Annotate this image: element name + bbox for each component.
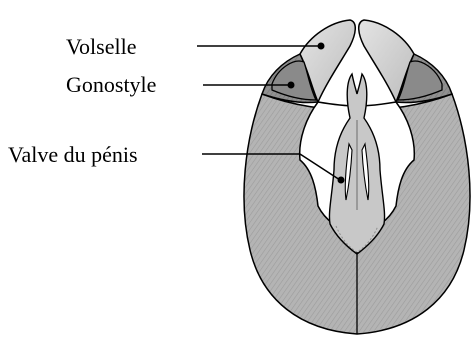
penis-valve-label: Valve du pénis — [8, 144, 138, 166]
leader-dot-valve — [338, 177, 345, 184]
leader-dot-volselle — [318, 43, 325, 50]
gonostyle-label: Gonostyle — [66, 74, 156, 96]
volselle-label: Volselle — [66, 36, 136, 58]
leader-dot-gonostyle — [288, 82, 295, 89]
